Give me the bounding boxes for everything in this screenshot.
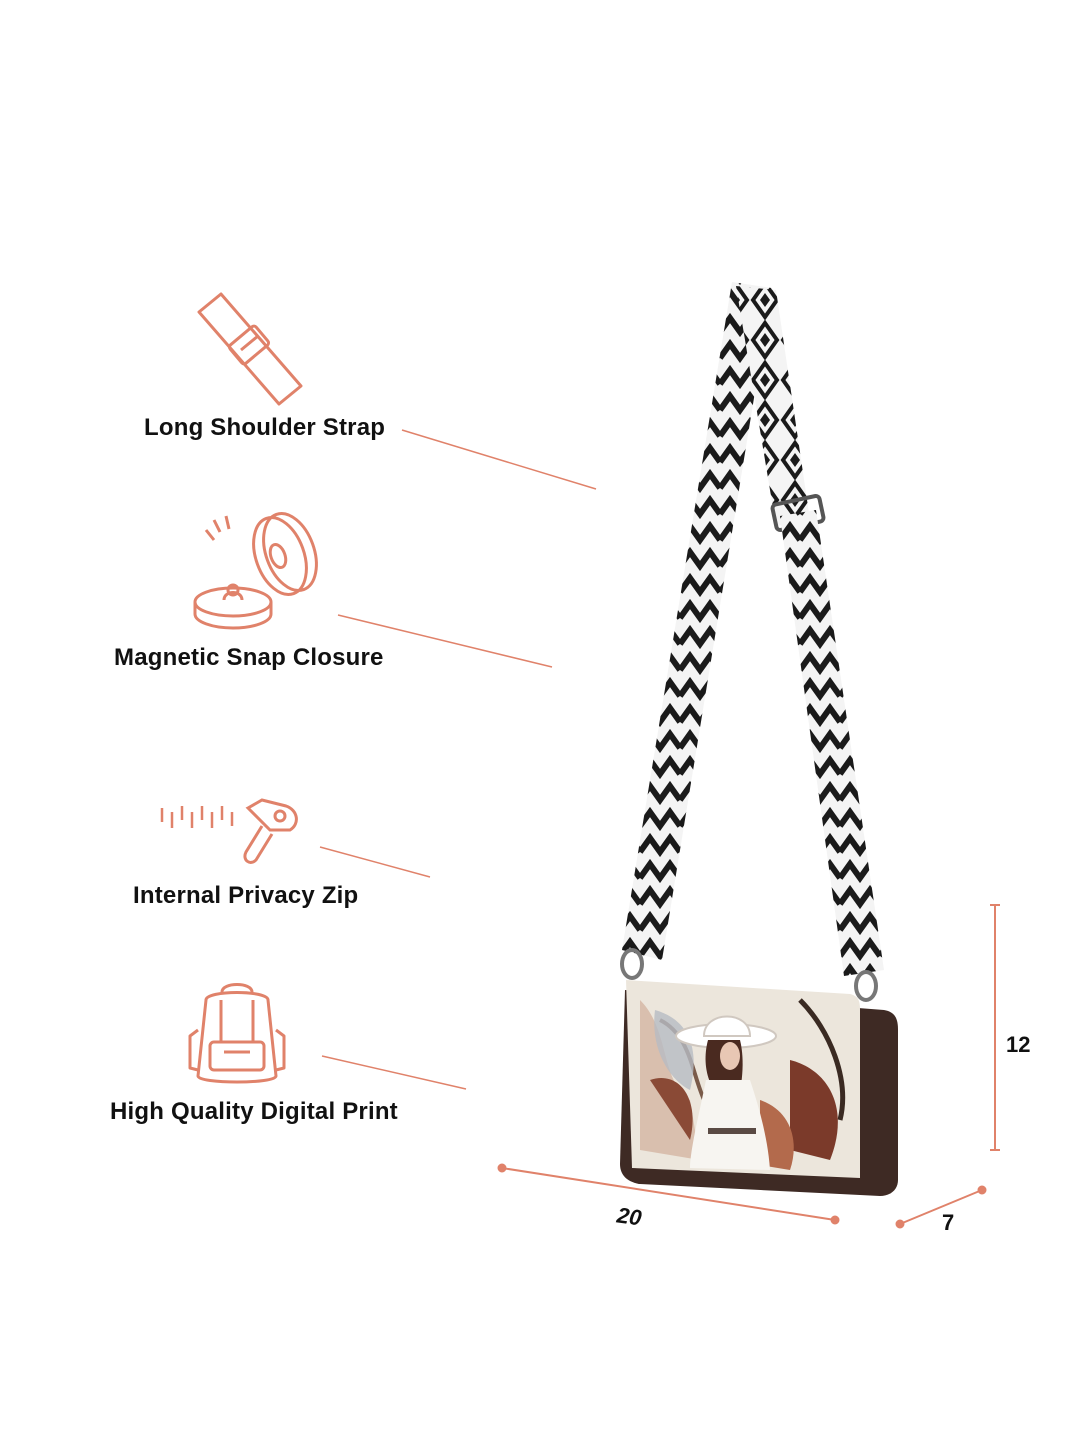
depth-dim-line [899, 1189, 983, 1225]
feature-label-snap: Magnetic Snap Closure [114, 644, 384, 671]
leader-line-zip [319, 846, 431, 878]
bag-image [620, 282, 898, 1196]
leader-lines [319, 429, 597, 1090]
width-dim-line [501, 1167, 836, 1221]
dimension-depth-label: 7 [942, 1210, 955, 1235]
strap-right-lower [780, 510, 884, 976]
feature-label-print: High Quality Digital Print [110, 1098, 398, 1125]
leader-line-print [321, 1055, 467, 1090]
zip-icon [160, 798, 298, 864]
backpack-icon [188, 983, 286, 1084]
dimension-width-label: 20 [615, 1202, 644, 1231]
leader-line-strap [401, 429, 597, 490]
dimension-markers [497, 904, 1000, 1229]
strap-icon [197, 292, 303, 406]
leader-line-snap [337, 614, 553, 668]
flap-print [640, 998, 846, 1170]
feature-label-strap: Long Shoulder Strap [144, 414, 386, 441]
dimension-height-label: 12 [1006, 1032, 1031, 1057]
feature-label-zip: Internal Privacy Zip [133, 882, 359, 909]
strap-right-upper [736, 286, 810, 526]
strap-left [622, 282, 772, 960]
magnetic-snap-icon [193, 512, 318, 630]
